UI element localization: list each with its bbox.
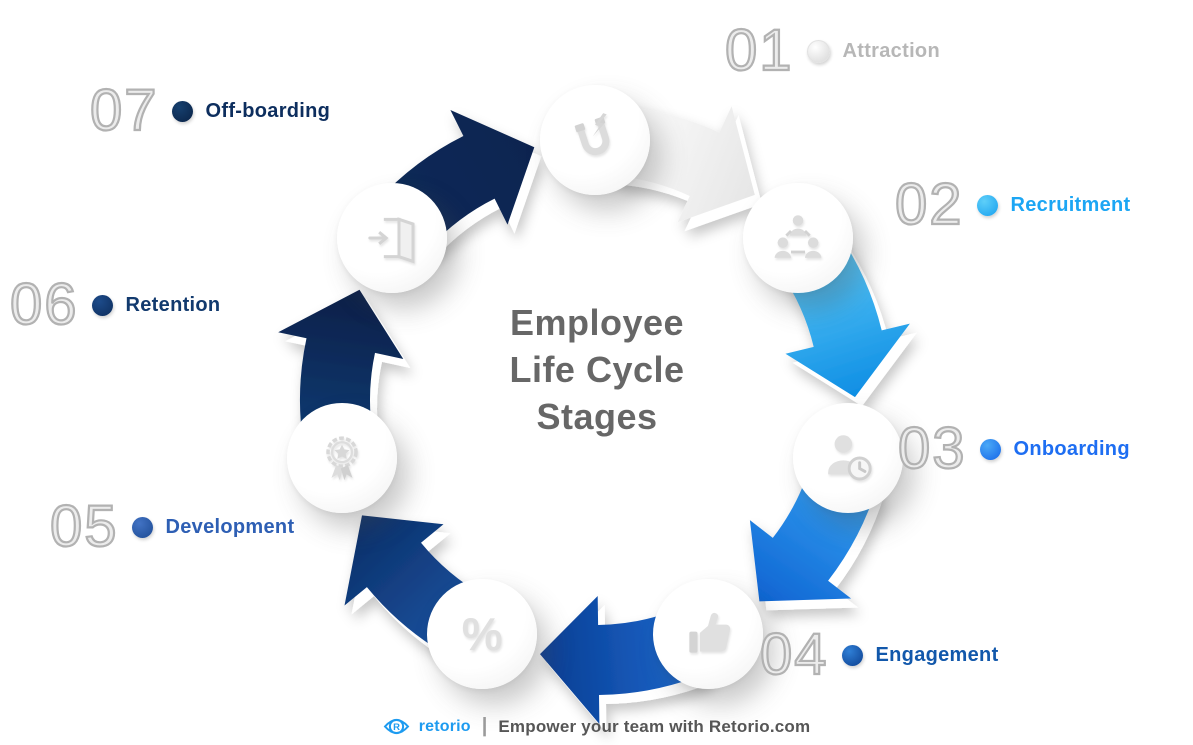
stage-number: 04 [759,622,829,687]
stage-row-retention: 06 Retention [9,272,221,337]
brand-name: retorio [418,717,471,735]
door-icon [368,217,415,264]
stage-number: 05 [49,494,119,559]
stage-row-development: 05 Development [49,494,295,559]
stage-label: Off-boarding [205,99,331,122]
footer: R retorio | Empower your team with Retor… [0,715,1193,738]
stage-label: Recruitment [1010,193,1131,216]
stage-row-off-boarding: 07 Off-boarding [89,78,331,143]
title-line-1: Employee [509,302,685,343]
title-line-2: Life Cycle [509,349,685,390]
stage-circle-development: % [427,579,538,690]
magnet-icon [574,113,610,156]
team-cycle-icon [774,215,822,258]
stage-label: Attraction [842,39,940,62]
stage-circle-off-boarding [336,182,447,293]
stage-bullet [131,516,153,538]
percent-icon: % [461,608,503,661]
title-line-3: Stages [536,396,658,437]
stage-circle-onboarding [793,402,904,513]
stage-row-attraction: 01 Attraction [724,18,940,83]
stage-bullet [171,100,193,122]
stage-number: 06 [9,272,79,337]
stage-number: 07 [89,78,159,143]
stage-circle-engagement [652,579,763,690]
stage-label: Onboarding [1013,437,1130,460]
stage-bullet [979,438,1001,460]
stage-row-engagement: 04 Engagement [759,622,999,687]
stage-bullet [841,644,863,666]
stage-number: 02 [894,172,964,237]
retorio-logo-icon: R [383,718,410,735]
thumbs-up-icon [689,613,730,653]
diagram-title: Employee Life Cycle Stages [447,299,747,440]
stage-label: Engagement [875,643,999,666]
footer-tagline: Empower your team with Retorio.com [498,716,811,736]
stage-circle-retention [286,402,397,513]
stage-bullet [91,294,113,316]
stage-row-recruitment: 02 Recruitment [894,172,1131,237]
stage-circle-attraction [540,85,650,195]
stage-label: Retention [125,293,221,316]
person-clock-icon [828,435,873,481]
stage-bullet [976,194,998,216]
award-icon [325,436,358,481]
stage-number: 01 [724,18,794,83]
stage-bullet [806,39,830,63]
footer-divider: | [481,715,488,737]
arrow-shape [278,289,404,446]
svg-text:R: R [393,722,400,733]
stage-label: Development [165,515,295,538]
stage-row-onboarding: 03 Onboarding [897,416,1130,481]
stage-number: 03 [897,416,967,481]
stage-circle-recruitment [743,182,854,293]
